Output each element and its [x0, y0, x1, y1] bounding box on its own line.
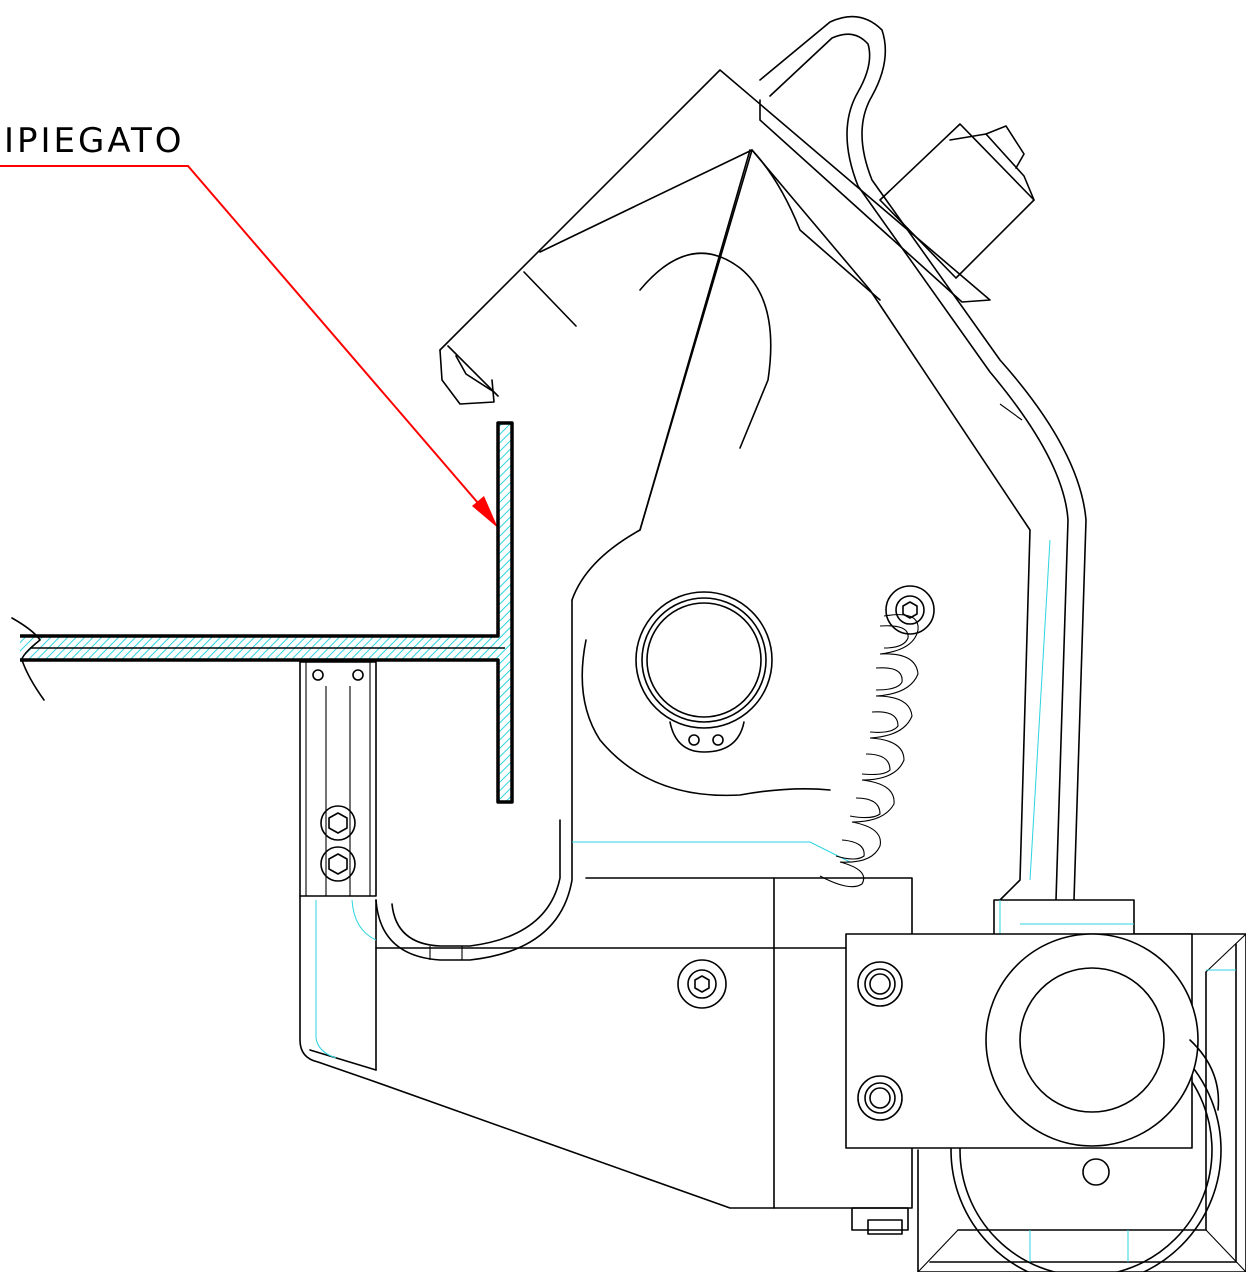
roller-unit: [845, 899, 1246, 1272]
socket-screw-icon: [885, 585, 935, 635]
callout: IPIEGATO: [0, 121, 498, 528]
clamp-block: [299, 661, 377, 897]
callout-leader: [0, 165, 479, 504]
curved-guide: [375, 599, 851, 961]
socket-screw-icon: [677, 959, 727, 1009]
socket-screw-icon: [320, 805, 356, 841]
upper-slide: [439, 69, 991, 405]
screws: [677, 585, 935, 1009]
pivot-bearing: [635, 591, 773, 753]
spring: [819, 614, 919, 888]
lower-body: [299, 877, 913, 1235]
sensor: [879, 123, 1035, 279]
upper-arm: [571, 15, 1087, 901]
sheet-section: [11, 421, 514, 804]
socket-screw-icon: [320, 846, 356, 882]
callout-arrowhead: [472, 496, 498, 528]
callout-label: IPIEGATO: [4, 121, 185, 161]
